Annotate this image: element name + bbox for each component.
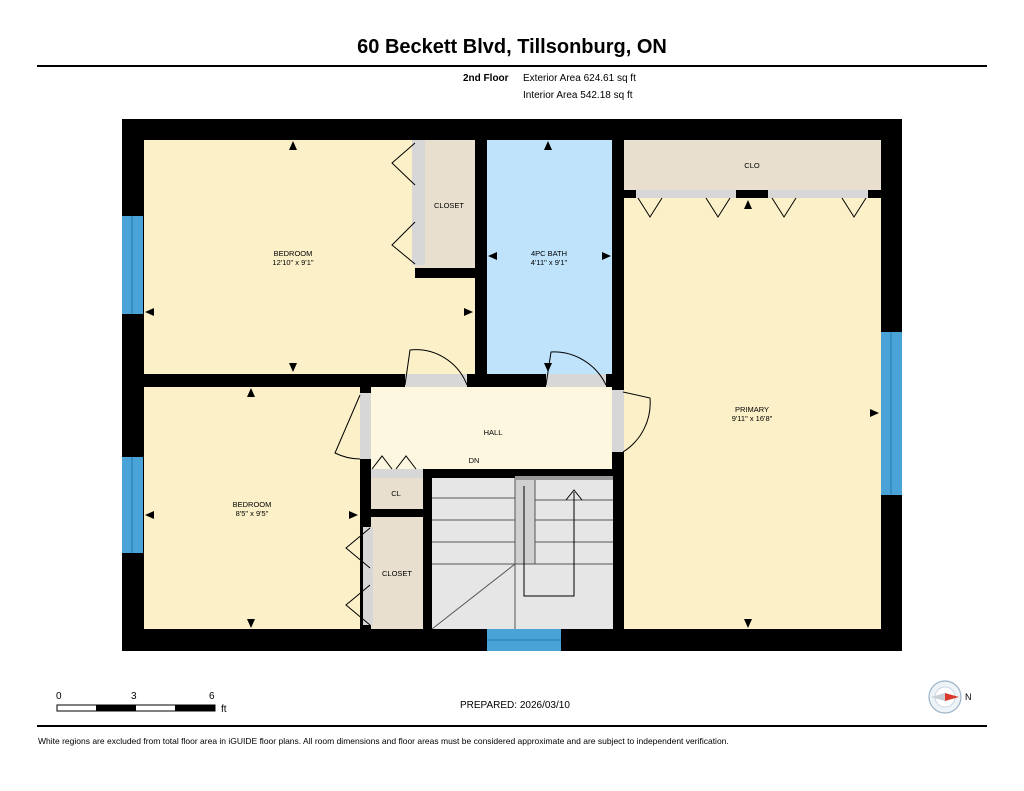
door-swings xyxy=(334,142,867,626)
bedroom-1-area[interactable] xyxy=(144,140,415,374)
disclaimer: White regions are excluded from total fl… xyxy=(38,736,729,746)
door-openings xyxy=(360,140,868,625)
scale-unit: ft xyxy=(221,704,227,715)
bath-dims: 4'11" x 9'1" xyxy=(531,258,568,267)
compass-icon xyxy=(928,680,962,714)
bedroom-2-name: BEDROOM xyxy=(233,500,272,509)
windows xyxy=(122,216,902,651)
scale-tick-0: 0 xyxy=(56,691,62,702)
scale-tick-6: 6 xyxy=(209,691,215,702)
clo-name: CLO xyxy=(744,161,760,170)
clo-wall xyxy=(624,190,881,198)
closet-2-wall xyxy=(371,509,432,517)
bedroom-1-name: BEDROOM xyxy=(274,249,313,258)
room-labels: BEDROOM 12'10" x 9'1" CLOSET 4PC BATH 4'… xyxy=(233,161,773,578)
closet-1-name: CLOSET xyxy=(434,201,464,210)
closet-1-wall xyxy=(415,268,475,278)
closet-2-area[interactable] xyxy=(371,517,423,629)
compass-label: N xyxy=(965,692,972,702)
exterior-area: Exterior Area 624.61 sq ft xyxy=(523,73,636,84)
stair-wall xyxy=(423,469,432,629)
bath-area[interactable] xyxy=(487,140,612,374)
clo-area[interactable] xyxy=(624,140,881,190)
primary-area[interactable] xyxy=(624,198,881,629)
cl-area[interactable] xyxy=(371,478,423,509)
primary-name: PRIMARY xyxy=(735,405,769,414)
bedroom-1-dims: 12'10" x 9'1" xyxy=(272,258,313,267)
closet-2-name: CLOSET xyxy=(382,569,412,578)
scale-bar xyxy=(56,704,216,712)
primary-dims: 9'11" x 16'8" xyxy=(732,414,773,423)
bath-name: 4PC BATH xyxy=(531,249,567,258)
header-rule xyxy=(37,65,987,67)
window-lines xyxy=(131,216,892,641)
dimension-arrows xyxy=(145,141,879,628)
footer-rule xyxy=(37,725,987,727)
hall-area[interactable] xyxy=(371,387,612,469)
hall-name: HALL xyxy=(484,428,503,437)
floor-label: 2nd Floor xyxy=(463,73,509,84)
interior-area: Interior Area 542.18 sq ft xyxy=(523,90,633,101)
prepared-date: PREPARED: 2026/03/10 xyxy=(460,700,570,711)
staircase[interactable] xyxy=(431,476,613,630)
bedroom-1-alcove xyxy=(415,270,475,374)
bedroom-2-area[interactable] xyxy=(144,387,360,629)
stairs-label: DN xyxy=(469,456,480,465)
scale-tick-3: 3 xyxy=(131,691,137,702)
page-title: 60 Beckett Blvd, Tillsonburg, ON xyxy=(357,36,667,58)
cl-name: CL xyxy=(391,489,401,498)
cl-wall xyxy=(360,469,371,517)
bedroom-2-dims: 8'5" x 9'5" xyxy=(236,509,269,518)
